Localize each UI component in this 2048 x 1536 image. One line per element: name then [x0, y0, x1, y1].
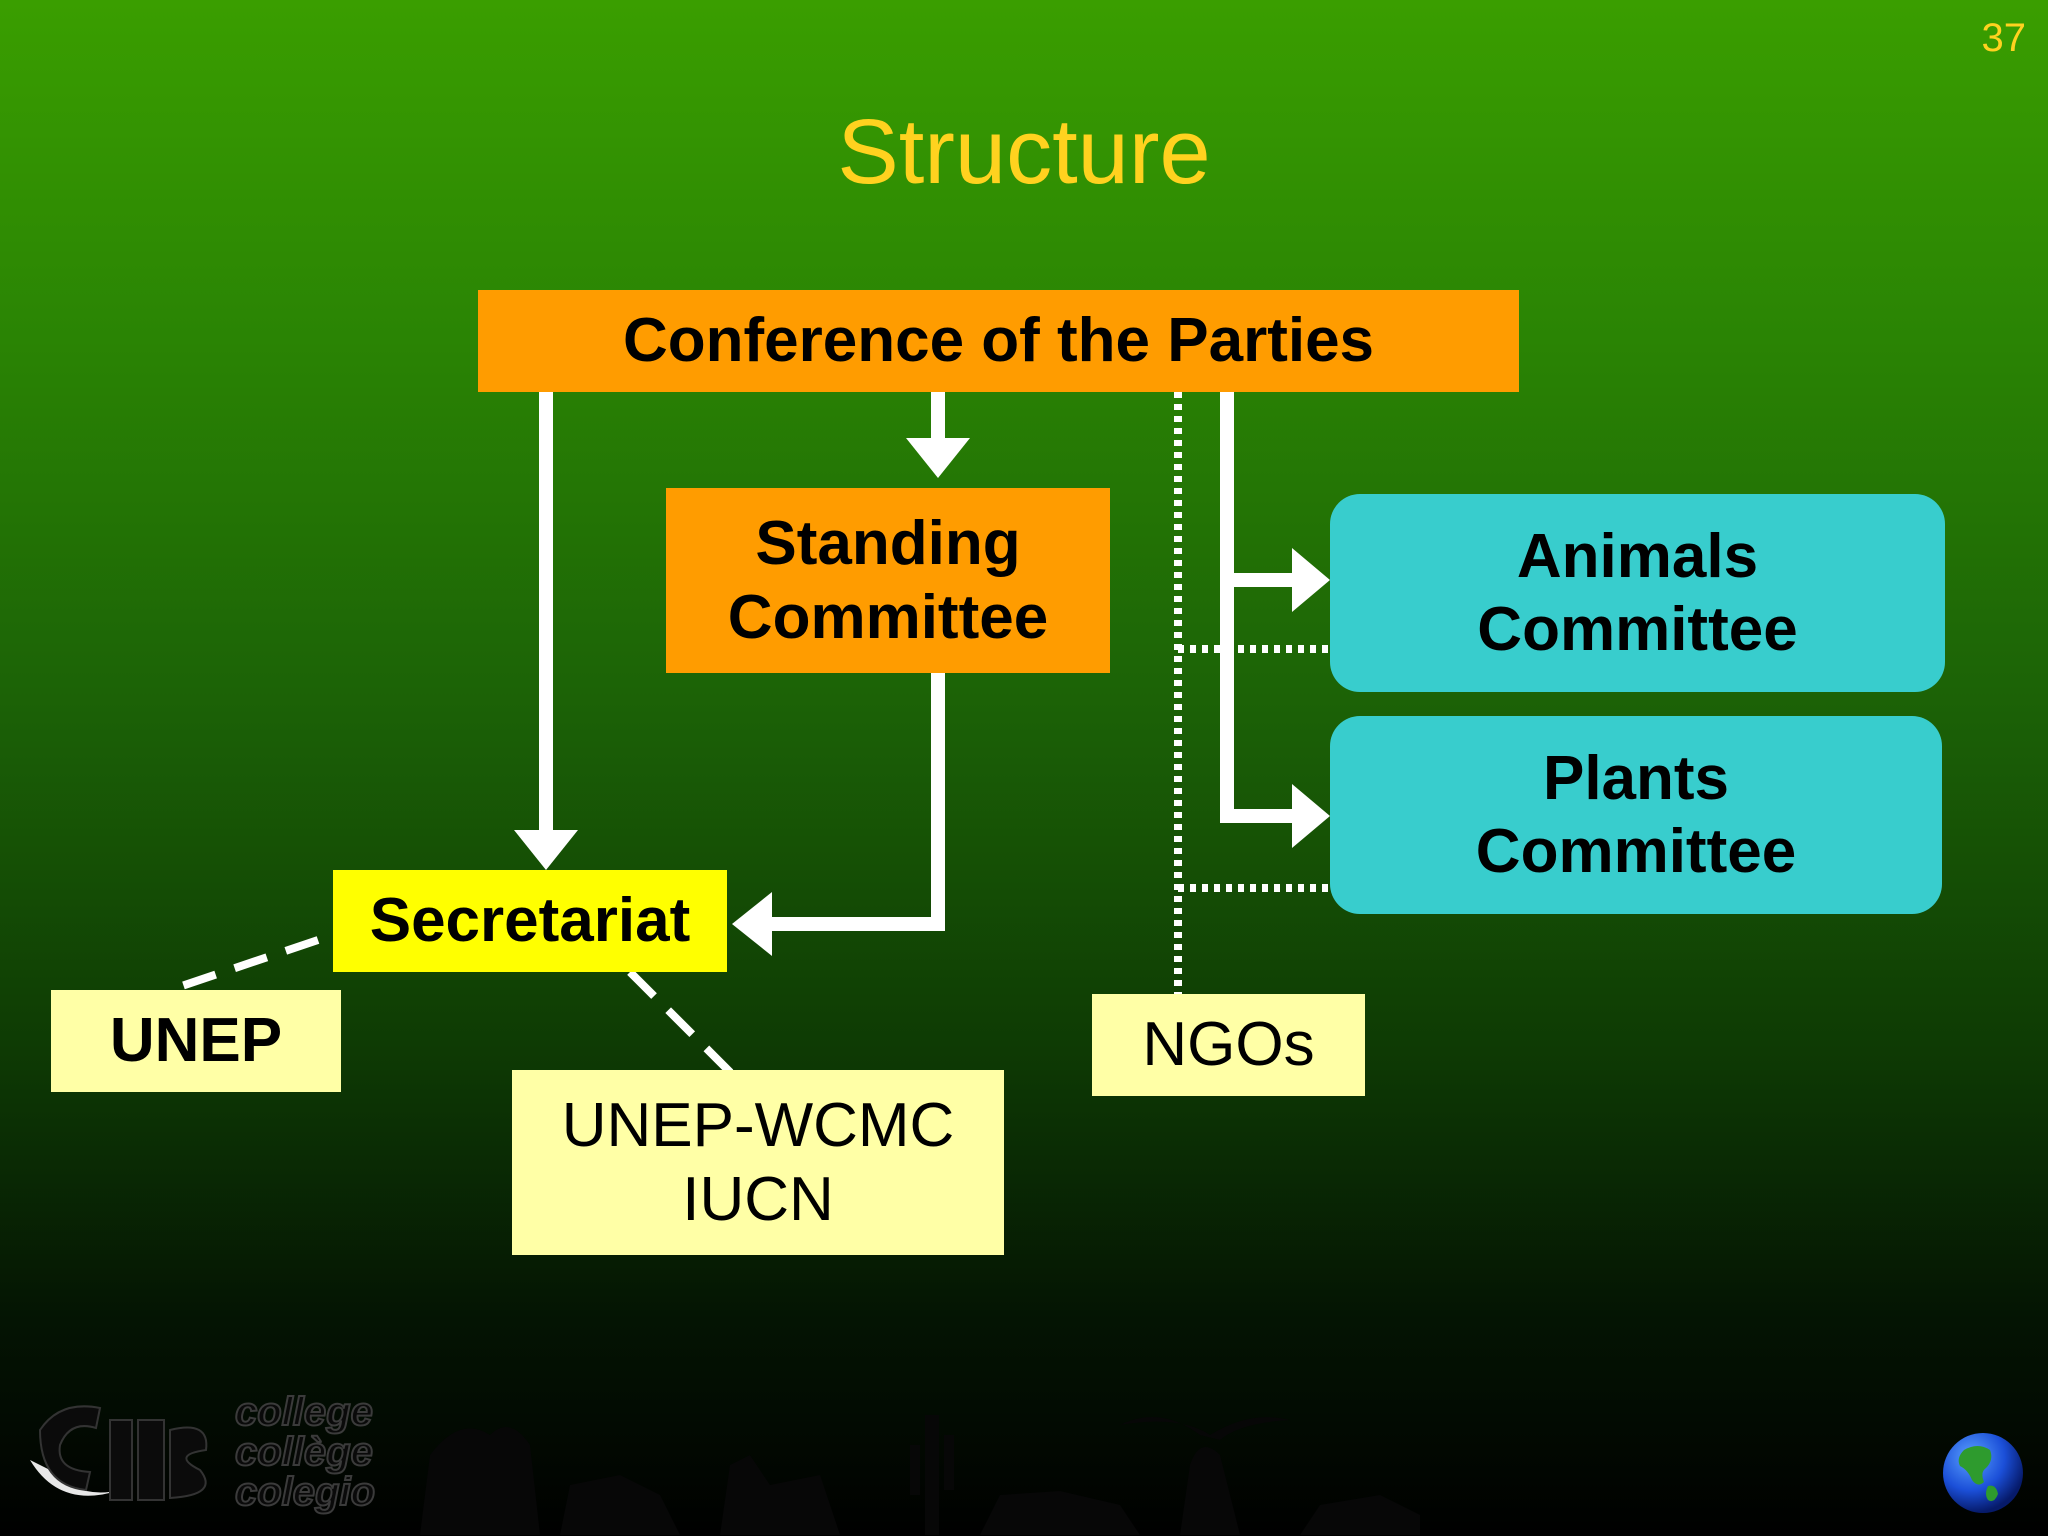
- standing-to-secretariat-arrowhead: [732, 892, 772, 956]
- standing-committee-label-line2: Committee: [727, 582, 1049, 652]
- plants-committee-label-line2: Committee: [1475, 817, 1797, 886]
- page-number: 37: [1981, 16, 2027, 60]
- standing-arrowhead: [906, 438, 970, 478]
- secretariat-box: Secretariat: [333, 870, 727, 972]
- globe-icon: [1943, 1433, 2023, 1513]
- animals-arrowhead: [1292, 548, 1330, 612]
- animals-committee-box: Animals Committee: [1330, 494, 1945, 692]
- plants-committee-label-line1: Plants: [1542, 743, 1730, 813]
- ngos-box: NGOs: [1092, 994, 1365, 1096]
- cites-logo: college collège colegio: [20, 1390, 440, 1530]
- cites-logo-mark: [30, 1405, 208, 1501]
- ngos-label: NGOs: [1142, 1010, 1315, 1080]
- standing-committee-box: Standing Committee: [666, 488, 1110, 673]
- secretariat-unep-dashed-line: [168, 936, 320, 994]
- logo-line-college-fr: collège: [234, 1430, 374, 1474]
- plants-arrowhead: [1292, 784, 1330, 848]
- unep-box: UNEP: [51, 990, 341, 1092]
- standing-committee-label-line1: Standing: [755, 509, 1021, 579]
- cop-to-committees-line: [1220, 392, 1292, 823]
- animals-committee-label-line2: Committee: [1477, 595, 1798, 664]
- wildlife-silhouettes: [420, 1415, 1420, 1535]
- secretariat-wcmc-dashed-line: [627, 969, 741, 1083]
- wcmc-label: UNEP-WCMC: [561, 1091, 955, 1161]
- plants-committee-box: Plants Committee: [1330, 716, 1942, 914]
- standing-to-secretariat-line: [764, 673, 945, 931]
- conference-of-parties-label: Conference of the Parties: [622, 306, 1375, 376]
- logo-line-colegio: colegio: [234, 1470, 376, 1514]
- logo-wordmark: college collège colegio: [234, 1390, 376, 1514]
- conference-of-parties-box: Conference of the Parties: [478, 290, 1519, 392]
- slide-title: Structure: [837, 101, 1211, 203]
- wcmc-iucn-box: UNEP-WCMC IUCN: [512, 1070, 1004, 1255]
- unep-label: UNEP: [109, 1006, 283, 1076]
- iucn-label: IUCN: [682, 1164, 834, 1234]
- logo-line-college: college: [234, 1390, 374, 1434]
- secretariat-label: Secretariat: [369, 886, 691, 956]
- animals-committee-label-line1: Animals: [1516, 521, 1759, 591]
- secretariat-arrowhead: [514, 830, 578, 870]
